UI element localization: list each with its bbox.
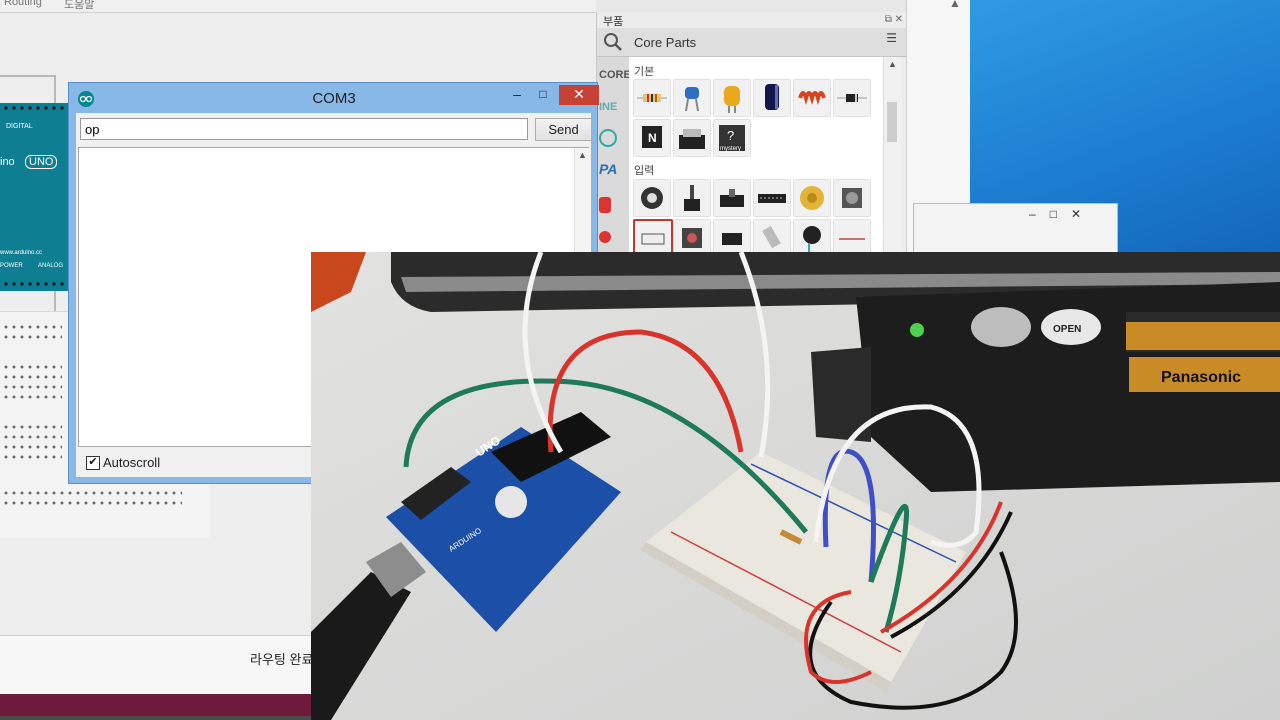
parts-header: Core Parts ☰ [597,28,907,57]
scroll-up-icon[interactable]: ▲ [578,150,587,160]
tilt-sensor-icon[interactable] [753,219,791,257]
mystery-part-icon[interactable]: ? mystery [713,119,751,157]
power-label: POWER [0,263,23,269]
wire[interactable] [0,75,56,77]
potentiometer-icon[interactable] [633,179,671,217]
parts-panel: 부품 ⧉ ✕ Core Parts ☰ CORE INE PA 기본 N ? my… [596,12,907,259]
category-basic: 기본 [634,66,655,78]
window-title: COM3 [312,90,356,107]
battery-brand-label: Panasonic [1161,369,1241,386]
circuit-photo-illustration: Panasonic OPEN UNO ARDUINO [311,252,1280,720]
bins-tabs: CORE INE PA [597,57,631,252]
parts-panel-title: 부품 [603,16,624,28]
bin-tab-mine[interactable]: INE [599,101,618,113]
bin-tab-red-icon[interactable] [599,197,611,213]
routing-status: 라우팅 완료 [250,652,314,667]
tactile-button-icon[interactable] [673,219,711,257]
bin-menu-icon[interactable]: ☰ [886,31,897,45]
analog-label: ANALOG [38,263,64,269]
bin-tab-pa[interactable]: PA [599,161,618,177]
parts-scrollbar[interactable]: ▲ [883,57,902,252]
ino-label: ino [0,156,15,168]
window-controls-icon[interactable]: –□✕ [1029,207,1095,221]
menu-bar: Routing 도움말 [0,0,596,13]
slide-switch-icon[interactable] [713,179,751,217]
arduino-board[interactable]: DIGITAL ino UNO www.arduino.cc POWER ANA… [0,103,68,291]
scroll-thumb[interactable] [887,102,897,142]
menu-help[interactable]: 도움말 [64,0,95,11]
uno-label: UNO [25,155,58,169]
electrolytic-capacitor-icon[interactable] [753,79,791,117]
send-button[interactable]: Send [535,118,592,141]
close-button[interactable]: ✕ [559,85,599,105]
parts-list: 기본 N ? mystery 입력 [629,57,883,259]
arduino-icon [78,91,94,107]
bin-title: Core Parts [634,35,697,50]
rotary-knob-icon[interactable] [673,179,711,217]
maximize-button[interactable]: □ [539,87,547,101]
search-icon[interactable] [603,32,623,52]
menu-routing[interactable]: Routing [4,0,42,8]
open-label: OPEN [1053,324,1081,335]
minimized-window[interactable]: –□✕ [913,203,1118,254]
mystery-label: mystery [720,146,741,152]
taskbar [0,694,320,720]
buzzer-icon[interactable] [793,179,831,217]
transistor-icon[interactable] [673,79,711,117]
category-input: 입력 [634,165,655,177]
svg-text:?: ? [727,128,734,143]
bin-tab-core[interactable]: CORE [599,69,631,81]
battery-icon[interactable] [673,119,711,157]
n-mosfet-icon[interactable]: N [633,119,671,157]
mosfet-n-label: N [648,131,657,145]
panel-float-close-icon[interactable]: ⧉ ✕ [884,14,903,25]
dip-switch-icon[interactable] [753,179,791,217]
autoscroll-label: Autoscroll [103,455,161,470]
diode-icon[interactable] [833,79,871,117]
autoscroll-checkbox[interactable]: ✔ [86,456,100,470]
digital-label: DIGITAL [6,123,33,130]
inductor-icon[interactable] [793,79,831,117]
scroll-up-icon[interactable]: ▲ [888,59,897,69]
arduino-cc-label: www.arduino.cc [0,250,43,256]
taskbar-strip [0,716,320,720]
minimize-button[interactable]: – [513,86,521,102]
capacitor-ceramic-icon[interactable] [713,79,751,117]
rotary-encoder-icon[interactable] [833,179,871,217]
circuit-photo: Panasonic OPEN UNO ARDUINO [311,252,1280,720]
bin-tab-red2-icon[interactable] [599,231,611,243]
resistor-icon[interactable] [633,79,671,117]
serial-input[interactable] [80,118,528,140]
